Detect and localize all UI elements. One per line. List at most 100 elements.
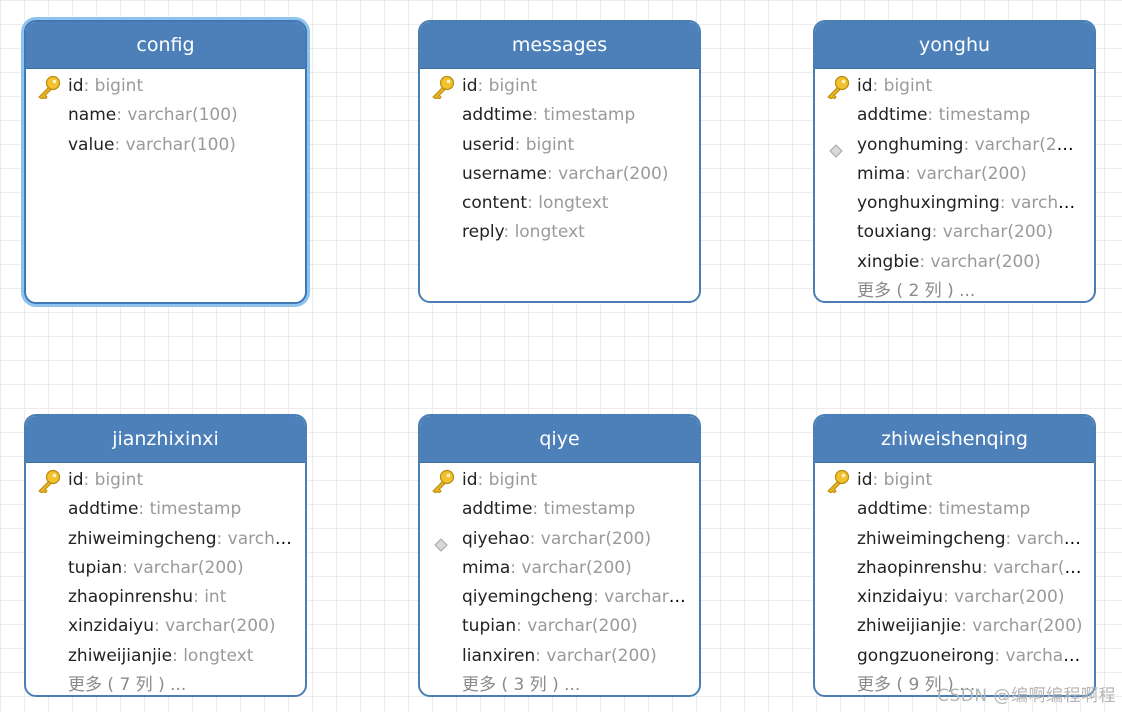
column-row[interactable]: reply: longtext	[420, 218, 699, 247]
column-name: username	[462, 163, 547, 184]
column-name: addtime	[462, 105, 533, 126]
column-name: id	[68, 470, 84, 490]
table-title[interactable]: config	[26, 22, 305, 69]
column-separator: :	[153, 616, 166, 637]
column-row[interactable]: mima: varchar(200)	[815, 160, 1094, 189]
column-type: timestamp	[543, 499, 636, 520]
column-row[interactable]: xinzidaiyu: varchar(200)	[26, 612, 305, 641]
column-name: zhiweimingcheng	[857, 528, 1006, 549]
column-row[interactable]: yonghuming: varchar(200)	[815, 131, 1094, 160]
column-name: addtime	[857, 105, 928, 126]
column-row[interactable]: addtime: timestamp	[815, 101, 1094, 130]
table-title[interactable]: messages	[420, 22, 699, 69]
column-type: varchar(200)	[521, 557, 632, 578]
column-name: addtime	[857, 499, 928, 520]
column-row[interactable]: xingbie: varchar(200)	[815, 248, 1094, 277]
column-separator: :	[1005, 528, 1017, 549]
more-columns-link[interactable]: 更多 ( 7 列 ) ...	[68, 675, 187, 696]
column-name: tupian	[68, 557, 123, 578]
column-separator: :	[503, 222, 515, 243]
column-row[interactable]: addtime: timestamp	[26, 495, 305, 524]
column-row[interactable]: addtime: timestamp	[815, 495, 1094, 524]
column-type: timestamp	[149, 499, 242, 520]
column-separator: :	[172, 645, 184, 666]
column-row[interactable]: gongzuoneirong: varchar(...	[815, 642, 1094, 671]
column-separator: :	[547, 163, 559, 184]
column-row[interactable]: mima: varchar(200)	[420, 554, 699, 583]
column-row[interactable]: yonghuxingming: varchar(...	[815, 189, 1094, 218]
column-row[interactable]: zhiweimingcheng: varchar...	[26, 525, 305, 554]
column-row[interactable]: xinzidaiyu: varchar(200)	[815, 583, 1094, 612]
column-type: varchar(200)	[527, 616, 638, 637]
column-row[interactable]: id: bigint	[420, 466, 699, 495]
column-row[interactable]: id: bigint	[26, 466, 305, 495]
column-separator: :	[982, 557, 994, 578]
column-row[interactable]: value: varchar(100)	[26, 131, 305, 160]
column-row[interactable]: content: longtext	[420, 189, 699, 218]
column-row[interactable]: qiyemingcheng: varchar(2...	[420, 583, 699, 612]
column-separator: :	[872, 470, 884, 490]
column-separator: :	[919, 251, 931, 272]
column-row[interactable]: username: varchar(200)	[420, 160, 699, 189]
column-row[interactable]: id: bigint	[815, 72, 1094, 101]
column-name: id	[857, 76, 873, 96]
column-row[interactable]: zhaopinrenshu: varchar(2...	[815, 554, 1094, 583]
column-separator: :	[963, 134, 975, 155]
column-separator: :	[83, 76, 95, 96]
column-separator: :	[999, 193, 1011, 214]
column-name: id	[68, 76, 84, 96]
primary-key-icon	[825, 75, 851, 100]
column-row[interactable]: lianxiren: varchar(200)	[420, 642, 699, 671]
column-type: varchar(200)	[558, 163, 669, 184]
column-type: varchar(200)	[942, 222, 1054, 243]
column-row[interactable]: addtime: timestamp	[420, 101, 699, 130]
column-type: bigint	[525, 134, 575, 155]
column-row[interactable]: name: varchar(100)	[26, 101, 305, 130]
column-name: xingbie	[857, 251, 920, 272]
column-name: name	[68, 105, 117, 126]
column-row[interactable]: tupian: varchar(200)	[420, 612, 699, 641]
watermark: CSDN @编啊编程啊程	[937, 686, 1116, 706]
column-name: addtime	[68, 499, 139, 520]
column-name: gongzuoneirong	[857, 645, 995, 666]
column-name: id	[857, 470, 873, 490]
table-title[interactable]: yonghu	[815, 22, 1094, 69]
more-columns-link[interactable]: 更多 ( 2 列 ) ...	[857, 281, 976, 302]
column-row[interactable]: id: bigint	[26, 72, 305, 101]
column-row[interactable]: zhiweijianjie: varchar(200)	[815, 612, 1094, 641]
column-type: varchar(...	[1005, 645, 1094, 666]
column-type: varchar(200)	[546, 645, 657, 666]
table-title[interactable]: jianzhixinxi	[26, 416, 305, 463]
column-row[interactable]: touxiang: varchar(200)	[815, 218, 1094, 247]
more-columns-link[interactable]: 更多 ( 3 列 ) ...	[462, 675, 581, 696]
column-name: addtime	[462, 499, 533, 520]
column-name: userid	[462, 134, 515, 155]
column-row[interactable]: id: bigint	[420, 72, 699, 101]
column-row[interactable]: tupian: varchar(200)	[26, 554, 305, 583]
column-separator: :	[193, 587, 205, 608]
column-row[interactable]: id: bigint	[815, 466, 1094, 495]
column-separator: :	[510, 557, 522, 578]
column-row[interactable]: qiyehao: varchar(200)	[420, 525, 699, 554]
column-type: varchar(200)	[165, 616, 276, 637]
column-row[interactable]: zhiweimingcheng: varchar...	[815, 525, 1094, 554]
column-name: zhiweijianjie	[857, 616, 962, 637]
column-row[interactable]: addtime: timestamp	[420, 495, 699, 524]
column-type: bigint	[94, 76, 144, 96]
column-type: varchar(...	[1010, 193, 1094, 214]
column-row[interactable]: zhiweijianjie: longtext	[26, 642, 305, 671]
table-title[interactable]: zhiweishenqing	[815, 416, 1094, 463]
column-name: zhaopinrenshu	[68, 587, 194, 608]
column-row[interactable]: userid: bigint	[420, 131, 699, 160]
column-name: content	[462, 193, 528, 214]
table-title[interactable]: qiye	[420, 416, 699, 463]
column-row[interactable]: zhaopinrenshu: int	[26, 583, 305, 612]
